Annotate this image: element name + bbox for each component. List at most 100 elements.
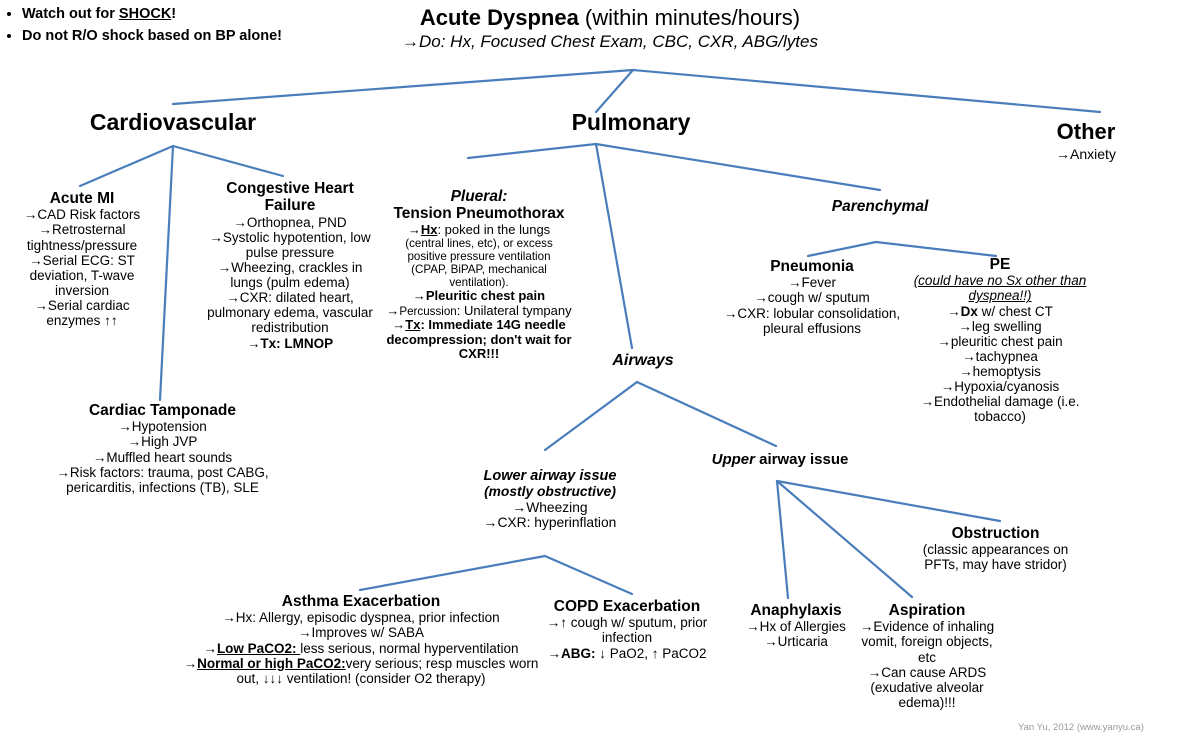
node-pe-line-2: →tachypnea xyxy=(962,348,1038,364)
pleural-small-0: (central lines, etc), or excess xyxy=(405,237,553,251)
node-copd[interactable]: COPD Exacerbation →↑ cough w/ sputum, pr… xyxy=(542,598,712,661)
node-aspiration-line-1: →Can cause ARDS (exudative alveolar edem… xyxy=(867,664,987,710)
node-tamponade-line-1: →High JVP xyxy=(127,434,198,450)
node-pe-title: PE xyxy=(989,256,1011,273)
node-pleural[interactable]: Plueral: Tension Pneumothorax →Hx: poked… xyxy=(378,188,580,362)
asthma-high-text: very serious; resp muscles worn out, ↓↓↓… xyxy=(236,655,539,686)
edge-cardio-chf xyxy=(171,144,285,178)
node-pneumonia-title: Pneumonia xyxy=(770,258,854,275)
node-aspiration-title: Aspiration xyxy=(888,602,966,619)
pleural-percussion-text: : Unilateral tympany xyxy=(456,302,572,318)
node-tamponade-line-3: →Risk factors: trauma, post CABG, perica… xyxy=(56,464,269,495)
node-anaphylaxis-line-0: →Hx of Allergies xyxy=(746,619,846,635)
edge-lower-asthma xyxy=(358,554,547,592)
node-acute-mi[interactable]: Acute MI →CAD Risk factors →Retrosternal… xyxy=(8,190,156,328)
node-pe[interactable]: PE (could have no Sx other than dyspnea!… xyxy=(906,256,1094,424)
pe-dx-arrow: → xyxy=(947,303,961,319)
node-asthma-title: Asthma Exacerbation xyxy=(281,593,441,610)
node-anaphylaxis-line-1: →Urticaria xyxy=(764,634,828,650)
page-title: Acute Dyspnea (within minutes/hours) →Do… xyxy=(330,5,890,52)
node-chf-line-1: →Systolic hypotention, low pulse pressur… xyxy=(209,229,371,260)
node-acute-mi-line-0: →CAD Risk factors xyxy=(23,207,141,223)
node-obstruction[interactable]: Obstruction (classic appearances on PFTs… xyxy=(908,525,1083,573)
node-anaphylaxis[interactable]: Anaphylaxis →Hx of Allergies →Urticaria xyxy=(726,602,866,650)
node-pe-line-0: →leg swelling xyxy=(958,318,1042,334)
node-parenchymal[interactable]: Parenchymal xyxy=(790,198,970,215)
node-cardiovascular[interactable]: Cardiovascular xyxy=(63,109,283,136)
edge-cardio-tamponade xyxy=(158,144,175,402)
node-parenchymal-label: Parenchymal xyxy=(831,198,929,215)
asthma-high-label: Normal or high PaCO2: xyxy=(197,655,346,671)
node-cardiac-tamponade-title: Cardiac Tamponade xyxy=(88,402,236,419)
node-acute-mi-line-1: →Retrosternal tightness/pressure xyxy=(26,222,138,253)
node-chf-line-0: →Orthopnea, PND xyxy=(233,214,347,230)
node-chf-line-3: →CXR: dilated heart, pulmonary edema, va… xyxy=(207,290,373,336)
node-upper-airway-rest: airway issue xyxy=(754,451,849,468)
node-asthma-hx: →Hx: Allergy, episodic dyspnea, prior in… xyxy=(222,610,500,626)
pleural-percussion-arrow: → xyxy=(386,302,400,318)
node-pneumonia-line-2: →CXR: lobular consolidation, pleural eff… xyxy=(723,305,901,336)
node-copd-title: COPD Exacerbation xyxy=(553,598,701,615)
node-pe-line-5: →Endothelial damage (i.e. tobacco) xyxy=(920,394,1080,425)
edge-root-cardiovascular xyxy=(171,68,635,106)
node-obstruction-title: Obstruction xyxy=(951,525,1040,542)
node-lower-airway[interactable]: Lower airway issue (mostly obstructive) … xyxy=(450,468,650,531)
node-upper-airway-title: Upper xyxy=(711,451,755,468)
node-chf-title: Congestive Heart Failure xyxy=(226,180,354,215)
edge-airways-lower xyxy=(543,380,639,452)
edge-paren-pe xyxy=(874,240,998,258)
warning-item-shock: Watch out for SHOCK! xyxy=(22,4,306,24)
warning-item-bp: Do not R/O shock based on BP alone! xyxy=(22,26,306,46)
pleural-percussion-label: Percussion xyxy=(399,304,457,318)
pleural-small-2: (CPAP, BiPAP, mechanical xyxy=(411,263,547,277)
asthma-high-arrow: → xyxy=(183,655,198,671)
pe-dx-label: Dx xyxy=(960,303,978,319)
pleural-small-3: ventilation). xyxy=(449,276,509,290)
node-pe-line-3: →hemoptysis xyxy=(959,364,1041,380)
node-asthma[interactable]: Asthma Exacerbation →Hx: Allergy, episod… xyxy=(176,593,546,686)
edge-airways-upper xyxy=(635,380,778,448)
node-pulmonary-label: Pulmonary xyxy=(571,109,691,135)
node-upper-airway[interactable]: Upper airway issue xyxy=(690,451,870,469)
asthma-low-label: Low PaCO2: xyxy=(216,640,301,656)
edge-root-other xyxy=(631,68,1102,114)
node-cardiovascular-label: Cardiovascular xyxy=(89,109,257,135)
node-pneumonia[interactable]: Pneumonia →Fever →cough w/ sputum →CXR: … xyxy=(722,258,902,336)
node-chf[interactable]: Congestive Heart Failure →Orthopnea, PND… xyxy=(200,180,380,351)
node-obstruction-note: (classic appearances on PFTs, may have s… xyxy=(922,542,1069,573)
node-pe-line-1: →pleuritic chest pain xyxy=(937,333,1063,349)
node-other-sub: →Anxiety xyxy=(1056,145,1116,162)
copd-abg-arrow: → xyxy=(547,645,561,661)
pleural-pleuritic: →Pleuritic chest pain xyxy=(412,288,546,304)
copd-abg-text: ↓ PaO2, ↑ PaCO2 xyxy=(595,645,707,661)
node-pe-note: (could have no Sx other than dyspnea!!) xyxy=(913,273,1087,304)
node-aspiration[interactable]: Aspiration →Evidence of inhaling vomit, … xyxy=(852,602,1002,710)
edge-upper-aspiration xyxy=(775,479,914,599)
node-tamponade-line-2: →Muffled heart sounds xyxy=(92,449,233,465)
node-anaphylaxis-title: Anaphylaxis xyxy=(750,602,842,619)
edge-upper-anaphylaxis xyxy=(775,479,790,600)
title-rest: (within minutes/hours) xyxy=(578,5,801,30)
edge-cardio-acutemi xyxy=(78,144,175,188)
node-airways[interactable]: Airways xyxy=(578,352,708,370)
node-other-label: Other xyxy=(1056,119,1116,144)
pleural-tx-text: : Immediate 14G needle decompression; do… xyxy=(386,317,572,362)
node-pe-line-4: →Hypoxia/cyanosis xyxy=(940,379,1060,395)
node-lower-airway-subtitle: (mostly obstructive) xyxy=(484,484,616,500)
node-copd-line-0: →↑ cough w/ sputum, prior infection xyxy=(546,615,708,646)
pleural-hx-label: Hx xyxy=(420,221,438,237)
pleural-tx-arrow: → xyxy=(392,317,406,333)
node-other[interactable]: Other →Anxiety xyxy=(1006,119,1166,162)
node-acute-mi-line-2: →Serial ECG: ST deviation, T-wave invers… xyxy=(29,252,135,298)
pleural-hx-text: : poked in the lungs xyxy=(437,221,551,237)
node-airways-label: Airways xyxy=(612,352,674,369)
edge-root-pulmonary xyxy=(594,68,635,114)
node-acute-mi-line-3: →Serial cardiac enzymes ↑↑ xyxy=(34,298,130,329)
node-cardiac-tamponade[interactable]: Cardiac Tamponade →Hypotension →High JVP… xyxy=(55,402,270,495)
warning-callout: Watch out for SHOCK! Do not R/O shock ba… xyxy=(6,4,306,48)
node-tension-pneumothorax-title: Tension Pneumothorax xyxy=(393,205,565,223)
node-pulmonary[interactable]: Pulmonary xyxy=(516,109,746,136)
node-asthma-saba: →Improves w/ SABA xyxy=(297,625,425,641)
node-aspiration-line-0: →Evidence of inhaling vomit, foreign obj… xyxy=(859,619,995,665)
